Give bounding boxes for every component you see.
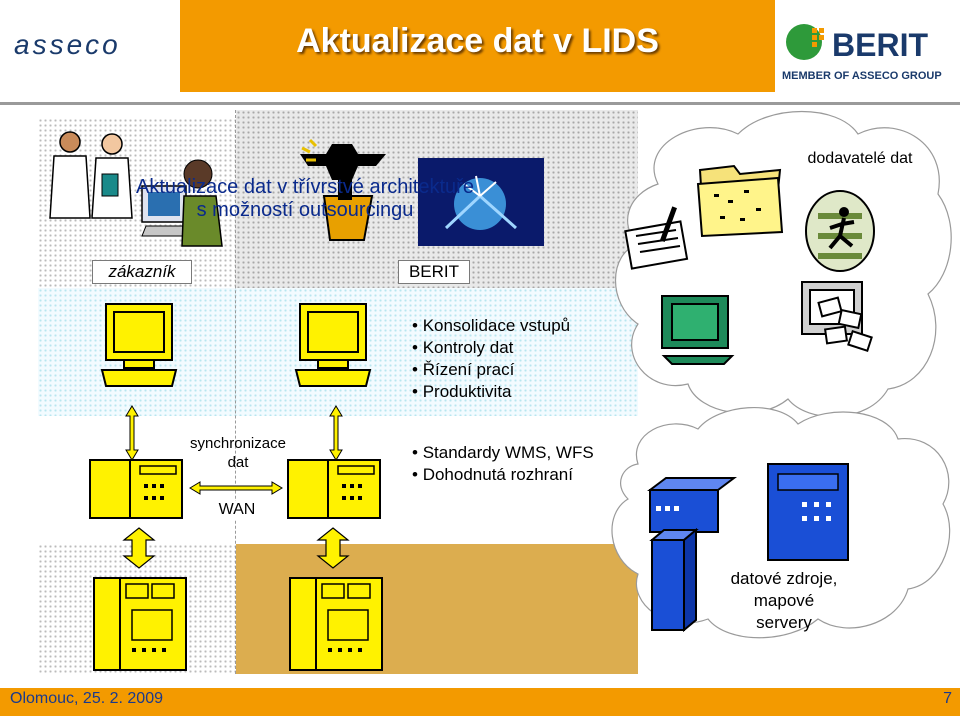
list-item: Konsolidace vstupů xyxy=(412,315,570,337)
server-icon xyxy=(647,477,737,533)
server-icon xyxy=(89,459,183,519)
diagram-subtitle: Aktualizace dat v třívrstvé architektuře… xyxy=(40,176,570,222)
server-icon xyxy=(289,577,383,671)
sync-label-line2: dat xyxy=(227,454,249,471)
subtitle-line2: s možností outsourcingu xyxy=(196,199,414,221)
double-arrow-icon xyxy=(125,405,139,461)
sync-label: synchronizace dat xyxy=(160,434,316,472)
server-icon xyxy=(93,577,187,671)
double-arrow-icon xyxy=(316,527,350,569)
blue-hands-clipart-icon xyxy=(418,158,544,246)
sync-label-line1: synchronizace xyxy=(190,435,286,452)
notepad-icon xyxy=(624,206,689,270)
list-item: Dohodnutá rozhraní xyxy=(412,464,594,486)
server-icon xyxy=(287,459,381,519)
berit-logo-text: BERIT xyxy=(832,27,928,63)
doctor-clipart-icon xyxy=(49,131,133,219)
datasources-label: datové zdroje, mapové servery xyxy=(700,568,868,634)
title-bar xyxy=(180,0,775,92)
monitor-icon xyxy=(100,303,178,387)
footer-location-date: Olomouc, 25. 2. 2009 xyxy=(10,690,163,707)
datasources-line2: mapové xyxy=(753,591,815,610)
list-item: Řízení prací xyxy=(412,359,570,381)
panel-divider xyxy=(235,110,237,674)
berit-services-list: Konsolidace vstupů Kontroly dat Řízení p… xyxy=(412,315,570,403)
berit-logo-mark-icon xyxy=(786,24,824,60)
asseco-logo-text: asseco xyxy=(14,34,121,60)
page-number: 7 xyxy=(943,690,952,707)
double-arrow-icon xyxy=(189,481,283,495)
berit-label: BERIT xyxy=(398,260,470,284)
berit-logo: BERIT xyxy=(786,24,928,63)
list-item: Produktivita xyxy=(412,381,570,403)
double-arrow-icon xyxy=(122,527,156,569)
customer-label: zákazník xyxy=(92,260,192,284)
datasources-line3: servery xyxy=(756,613,812,632)
tools-clipart-icon xyxy=(300,138,386,241)
monitor-icon xyxy=(661,295,735,365)
subtitle-line1: Aktualizace dat v třívrstvé architektuře xyxy=(136,176,474,198)
wan-label: WAN xyxy=(206,501,268,519)
mail-computer-icon xyxy=(801,281,873,353)
running-man-icon xyxy=(805,190,875,272)
user-computer-clipart-icon xyxy=(141,159,223,247)
monitor-icon xyxy=(294,303,372,387)
page-title: Aktualizace dat v LIDS xyxy=(296,22,659,60)
server-icon xyxy=(767,463,849,561)
datasources-line1: datové zdroje, xyxy=(730,569,838,588)
suppliers-label: dodavatelé dat xyxy=(807,150,913,167)
asseco-logo: asseco xyxy=(14,34,121,60)
server-icon xyxy=(649,528,699,633)
list-item: Kontroly dat xyxy=(412,337,570,359)
double-arrow-icon xyxy=(329,405,343,461)
berit-member-text: MEMBER OF ASSECO GROUP xyxy=(782,70,942,82)
standards-list: Standardy WMS, WFS Dohodnutá rozhraní xyxy=(412,442,594,486)
header-divider xyxy=(0,102,960,105)
footer-bar xyxy=(0,688,960,716)
folder-icon xyxy=(696,164,784,238)
list-item: Standardy WMS, WFS xyxy=(412,442,594,464)
